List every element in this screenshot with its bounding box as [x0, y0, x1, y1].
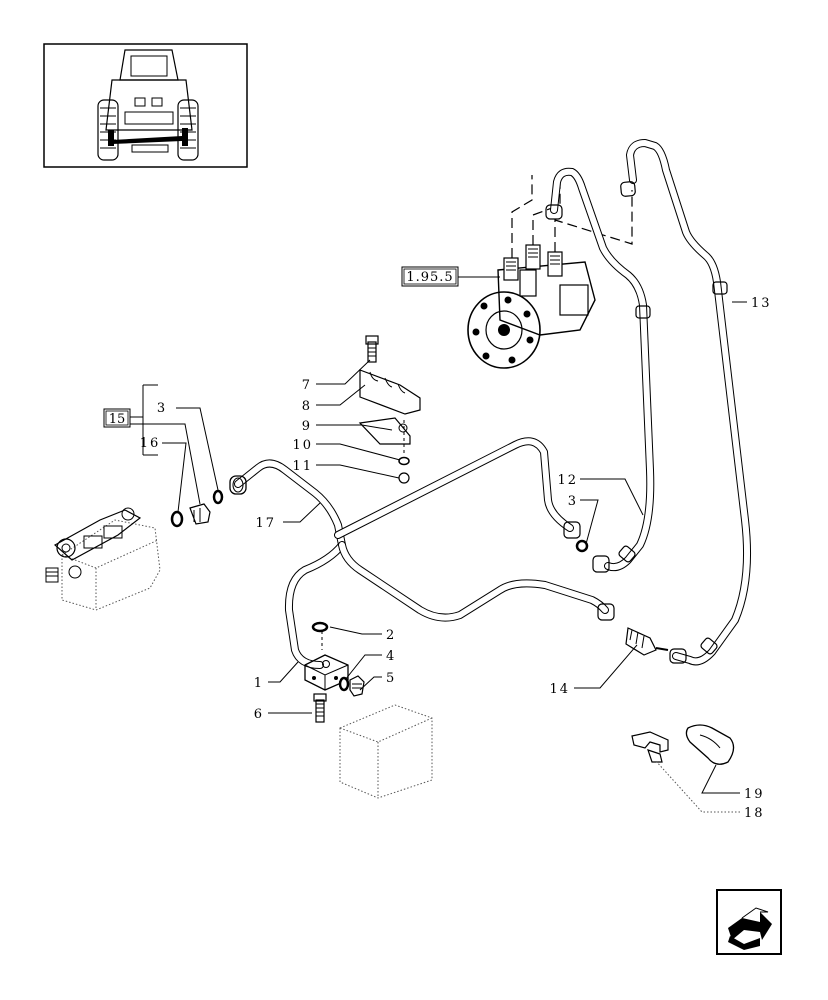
pipe-13: [620, 139, 752, 666]
callout-4[interactable]: 4: [386, 649, 394, 664]
seal-2: [311, 621, 329, 633]
pipe-17: [229, 437, 615, 669]
callout-19[interactable]: 19: [744, 787, 765, 802]
leader-lines: [130, 301, 747, 813]
next-page-arrow-icon: [728, 907, 772, 950]
adapter-15: [189, 503, 211, 525]
callout-1[interactable]: 1: [254, 676, 262, 691]
callout-6[interactable]: 6: [254, 707, 262, 722]
callout-15-box[interactable]: 15: [103, 408, 131, 428]
junction-block: [304, 621, 365, 723]
callout-9[interactable]: 9: [302, 419, 310, 434]
callout-8[interactable]: 8: [302, 399, 310, 414]
hose-clips: [631, 724, 735, 765]
callout-13[interactable]: 13: [751, 296, 772, 311]
clamp-assembly: [358, 335, 421, 484]
callout-10[interactable]: 10: [292, 438, 313, 453]
callout-3-left[interactable]: 3: [157, 401, 165, 416]
callout-11[interactable]: 11: [292, 459, 313, 474]
seal-16: [170, 510, 184, 528]
callout-7[interactable]: 7: [302, 378, 310, 393]
callout-18[interactable]: 18: [744, 806, 765, 821]
tractor-front-view-icon: [97, 49, 199, 161]
callout-labels: 7 8 9 10 11 15 3 16 17 1 6 2 4 5 12 3 13…: [103, 296, 772, 821]
steering-unit: [467, 175, 633, 369]
seal-3-left: [212, 489, 224, 505]
callout-3-right[interactable]: 3: [568, 494, 576, 509]
callout-16[interactable]: 16: [140, 436, 161, 451]
callout-5[interactable]: 5: [386, 671, 394, 686]
mounting-block-outline: [339, 704, 433, 799]
reference-box-1-95-5[interactable]: 1.95.5: [401, 266, 500, 287]
callout-2[interactable]: 2: [386, 628, 394, 643]
nut-5: [349, 675, 365, 697]
seal-4: [338, 676, 350, 692]
reference-code: 1.95.5: [406, 270, 453, 285]
fitting-14: [625, 627, 669, 656]
callout-17[interactable]: 17: [255, 516, 276, 531]
tractor-thumbnail: [43, 43, 248, 168]
callout-15: 15: [109, 412, 126, 427]
next-page-button[interactable]: [716, 889, 782, 955]
callout-12[interactable]: 12: [557, 473, 578, 488]
bolt-6: [315, 699, 325, 723]
callout-14[interactable]: 14: [549, 682, 570, 697]
pipe-12: [545, 167, 655, 573]
control-valve-block: [45, 489, 224, 611]
